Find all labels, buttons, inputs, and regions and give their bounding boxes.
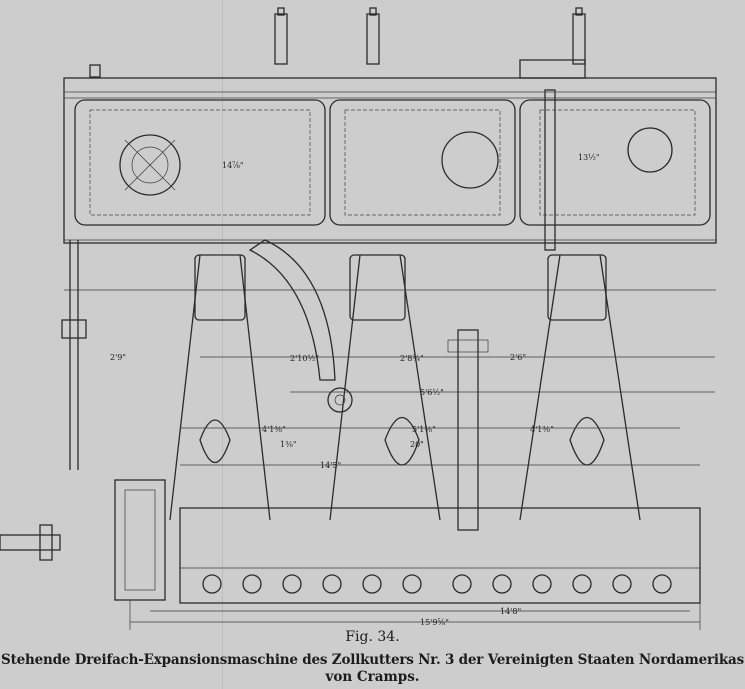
- dim-label: 2'10½": [290, 354, 319, 363]
- dim-label: 20": [410, 440, 424, 449]
- dim-label: 2'8¾": [400, 354, 424, 363]
- dimension-labels: 2'9" 2'10½" 2'8¾" 2'6" 5'6½" 4'1⅜" 5'1⅜"…: [110, 153, 600, 627]
- bedplate: [0, 479, 701, 604]
- figure-number: Fig. 34.: [345, 629, 400, 645]
- dim-label: 14'5": [320, 461, 341, 470]
- cylinder-block: [63, 59, 717, 251]
- dim-label: 14⅞": [222, 161, 244, 170]
- figure-caption-line2: von Cramps.: [325, 669, 420, 685]
- dim-label: 2'9": [110, 353, 126, 362]
- dim-label: 4'1⅜": [530, 425, 554, 434]
- dim-label: 1⅜": [280, 440, 297, 449]
- figure-caption: Stehende Dreifach-Expansionsmaschine des…: [1, 652, 744, 668]
- left-linkage: [61, 240, 87, 470]
- bedplate-holes: [202, 574, 672, 594]
- columns: [64, 239, 716, 531]
- dim-label: 5'1⅜": [412, 425, 436, 434]
- dim-label: 14'8": [500, 607, 521, 616]
- top-valves: [89, 7, 586, 78]
- dim-label: 15'9⅝": [420, 618, 449, 627]
- bleed-through-column-rule: [222, 0, 223, 689]
- dim-label: 4'1⅜": [262, 425, 286, 434]
- dim-label: 13½": [578, 153, 600, 162]
- dim-label: 5'6½": [420, 388, 444, 397]
- dimension-lines: [129, 356, 715, 630]
- dim-label: 2'6": [510, 353, 526, 362]
